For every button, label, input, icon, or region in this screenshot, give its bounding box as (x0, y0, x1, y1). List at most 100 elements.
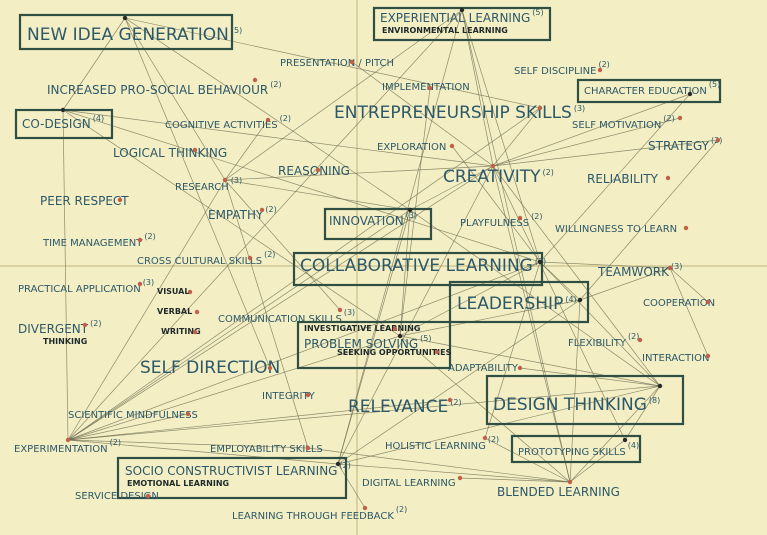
node-label: INNOVATION(3) (329, 211, 417, 228)
edge-co_design-collab (62, 109, 541, 263)
edge-co_design-problem_solving (62, 109, 401, 337)
node-divergent: DIVERGENT(2)THINKING (18, 319, 101, 346)
node-implementation: IMPLEMENTATION (382, 82, 470, 93)
node-label: RELEVANCE(2) (348, 397, 462, 417)
node-label: INVESTIGATIVE LEARNING (304, 324, 420, 333)
node-digital: DIGITAL LEARNING (362, 475, 463, 489)
node-label: INTERACTION (642, 353, 709, 364)
node-label: CREATIVITY(2) (443, 167, 554, 187)
edge-exp_learning-blended (461, 9, 571, 483)
node-dot (537, 259, 543, 265)
node-dot (315, 167, 321, 173)
edge-research-experimentation (67, 179, 226, 441)
edge-collab-experimentation (67, 261, 541, 441)
node-count: (5) (709, 80, 720, 89)
edge-entrepreneurship-creativity (492, 107, 541, 167)
node-count: (8) (649, 396, 660, 405)
node-investigative: INVESTIGATIVE LEARNING (304, 324, 420, 333)
node-label: DIGITAL LEARNING (362, 478, 456, 489)
node-count: (4) (628, 441, 639, 450)
node-leadership: LEADERSHIP(4) (448, 280, 590, 324)
edge-new_idea-research (124, 17, 226, 181)
node-dot (687, 91, 693, 97)
node-dot (577, 297, 583, 303)
node-visual: VISUAL (157, 287, 193, 296)
edge-leadership-teamwork (579, 267, 671, 301)
node-new-idea: NEW IDEA GENERATION(5) (18, 13, 242, 51)
node-dot (705, 299, 711, 305)
node-verbal: VERBAL (157, 307, 200, 316)
node-count: (3) (574, 104, 585, 113)
edge-research-communication (224, 179, 341, 311)
node-dot (82, 322, 88, 328)
node-co-design: CO-DESIGN(4) (14, 107, 114, 140)
node-count: (2) (339, 461, 350, 470)
node-box (485, 374, 685, 426)
node-dot (517, 215, 523, 221)
node-count: (2) (396, 505, 407, 514)
node-count: (2) (543, 168, 554, 177)
node-dot (259, 207, 265, 213)
edge-holistic-blended (484, 437, 571, 483)
node-willingness: WILLINGNESS TO LEARN (555, 224, 689, 235)
node-dot (192, 329, 198, 335)
node-blended: BLENDED LEARNING (497, 479, 620, 499)
edge-collab-holistic (484, 261, 541, 439)
node-interaction: INTERACTION (642, 353, 711, 364)
edge-creativity-blended (492, 165, 571, 483)
node-label: NEW IDEA GENERATION(5) (27, 25, 242, 45)
node-dot (185, 411, 191, 417)
edge-exp_learning-research (224, 9, 463, 181)
node-label: PROBLEM SOLVING(5) (304, 334, 431, 351)
node-dot (305, 445, 311, 451)
node-dot (349, 59, 355, 65)
node-writing: WRITING (161, 327, 201, 336)
node-label: LEADERSHIP(4) (457, 294, 577, 314)
node-label: ENTREPRENEURSHIP SKILLS(3) (334, 103, 585, 123)
node-empathy: EMPATHY(2) (208, 205, 277, 222)
edge-problem_solving-blended (399, 335, 571, 483)
edge-creativity-socio (337, 165, 494, 465)
edge-socio-feedback (337, 463, 366, 509)
node-label: WRITING (161, 327, 201, 336)
node-dot (622, 437, 628, 443)
node-count: (2) (628, 332, 639, 341)
edge-teamwork-interaction (669, 267, 709, 357)
edge-cognitive-research (224, 119, 269, 181)
node-self-direction: SELF DIRECTION (140, 358, 280, 378)
node-label: TEAMWORK(3) (597, 262, 682, 279)
node-box (292, 251, 544, 287)
edge-problem_solving-experimentation (67, 335, 401, 441)
node-dot (537, 105, 543, 111)
node-count: (2) (280, 114, 291, 123)
edge-socio-experimentation (67, 439, 339, 465)
node-count: (5) (420, 334, 431, 343)
node-dot (677, 115, 683, 121)
node-label: VERBAL (157, 307, 192, 316)
edge-exp_learning-collab (461, 9, 541, 263)
node-dot (667, 265, 673, 271)
node-label: INTEGRITY (262, 391, 316, 402)
edge-leadership-blended (569, 299, 581, 483)
node-dot (447, 397, 453, 403)
node-service-design: SERVICE DESIGN (75, 491, 159, 502)
node-reliability: RELIABILITY (587, 172, 671, 186)
node-sublabel: THINKING (43, 337, 87, 346)
node-dot (145, 493, 151, 499)
node-entrepreneurship: ENTREPRENEURSHIP SKILLS(3) (334, 103, 585, 123)
node-label: SERVICE DESIGN (75, 491, 159, 502)
edge-collab-teamwork (539, 261, 671, 269)
node-dot (60, 107, 66, 113)
node-count: (5) (231, 26, 242, 35)
edge-new_idea-co_design (62, 17, 126, 111)
node-box (576, 78, 722, 104)
node-count: (3) (671, 262, 682, 271)
node-sublabel: EMOTIONAL LEARNING (127, 479, 229, 488)
node-dot (305, 392, 311, 398)
node-label: SOCIO CONSTRUCTIVIST LEARNING(2) (125, 461, 351, 478)
node-count: (2) (531, 212, 542, 221)
edge-design_thinking-blended (569, 385, 661, 483)
node-count: (4) (93, 114, 104, 123)
node-sublabel: ENVIRONMENTAL LEARNING (382, 26, 508, 35)
node-peer-respect: PEER RESPECT (40, 194, 129, 208)
